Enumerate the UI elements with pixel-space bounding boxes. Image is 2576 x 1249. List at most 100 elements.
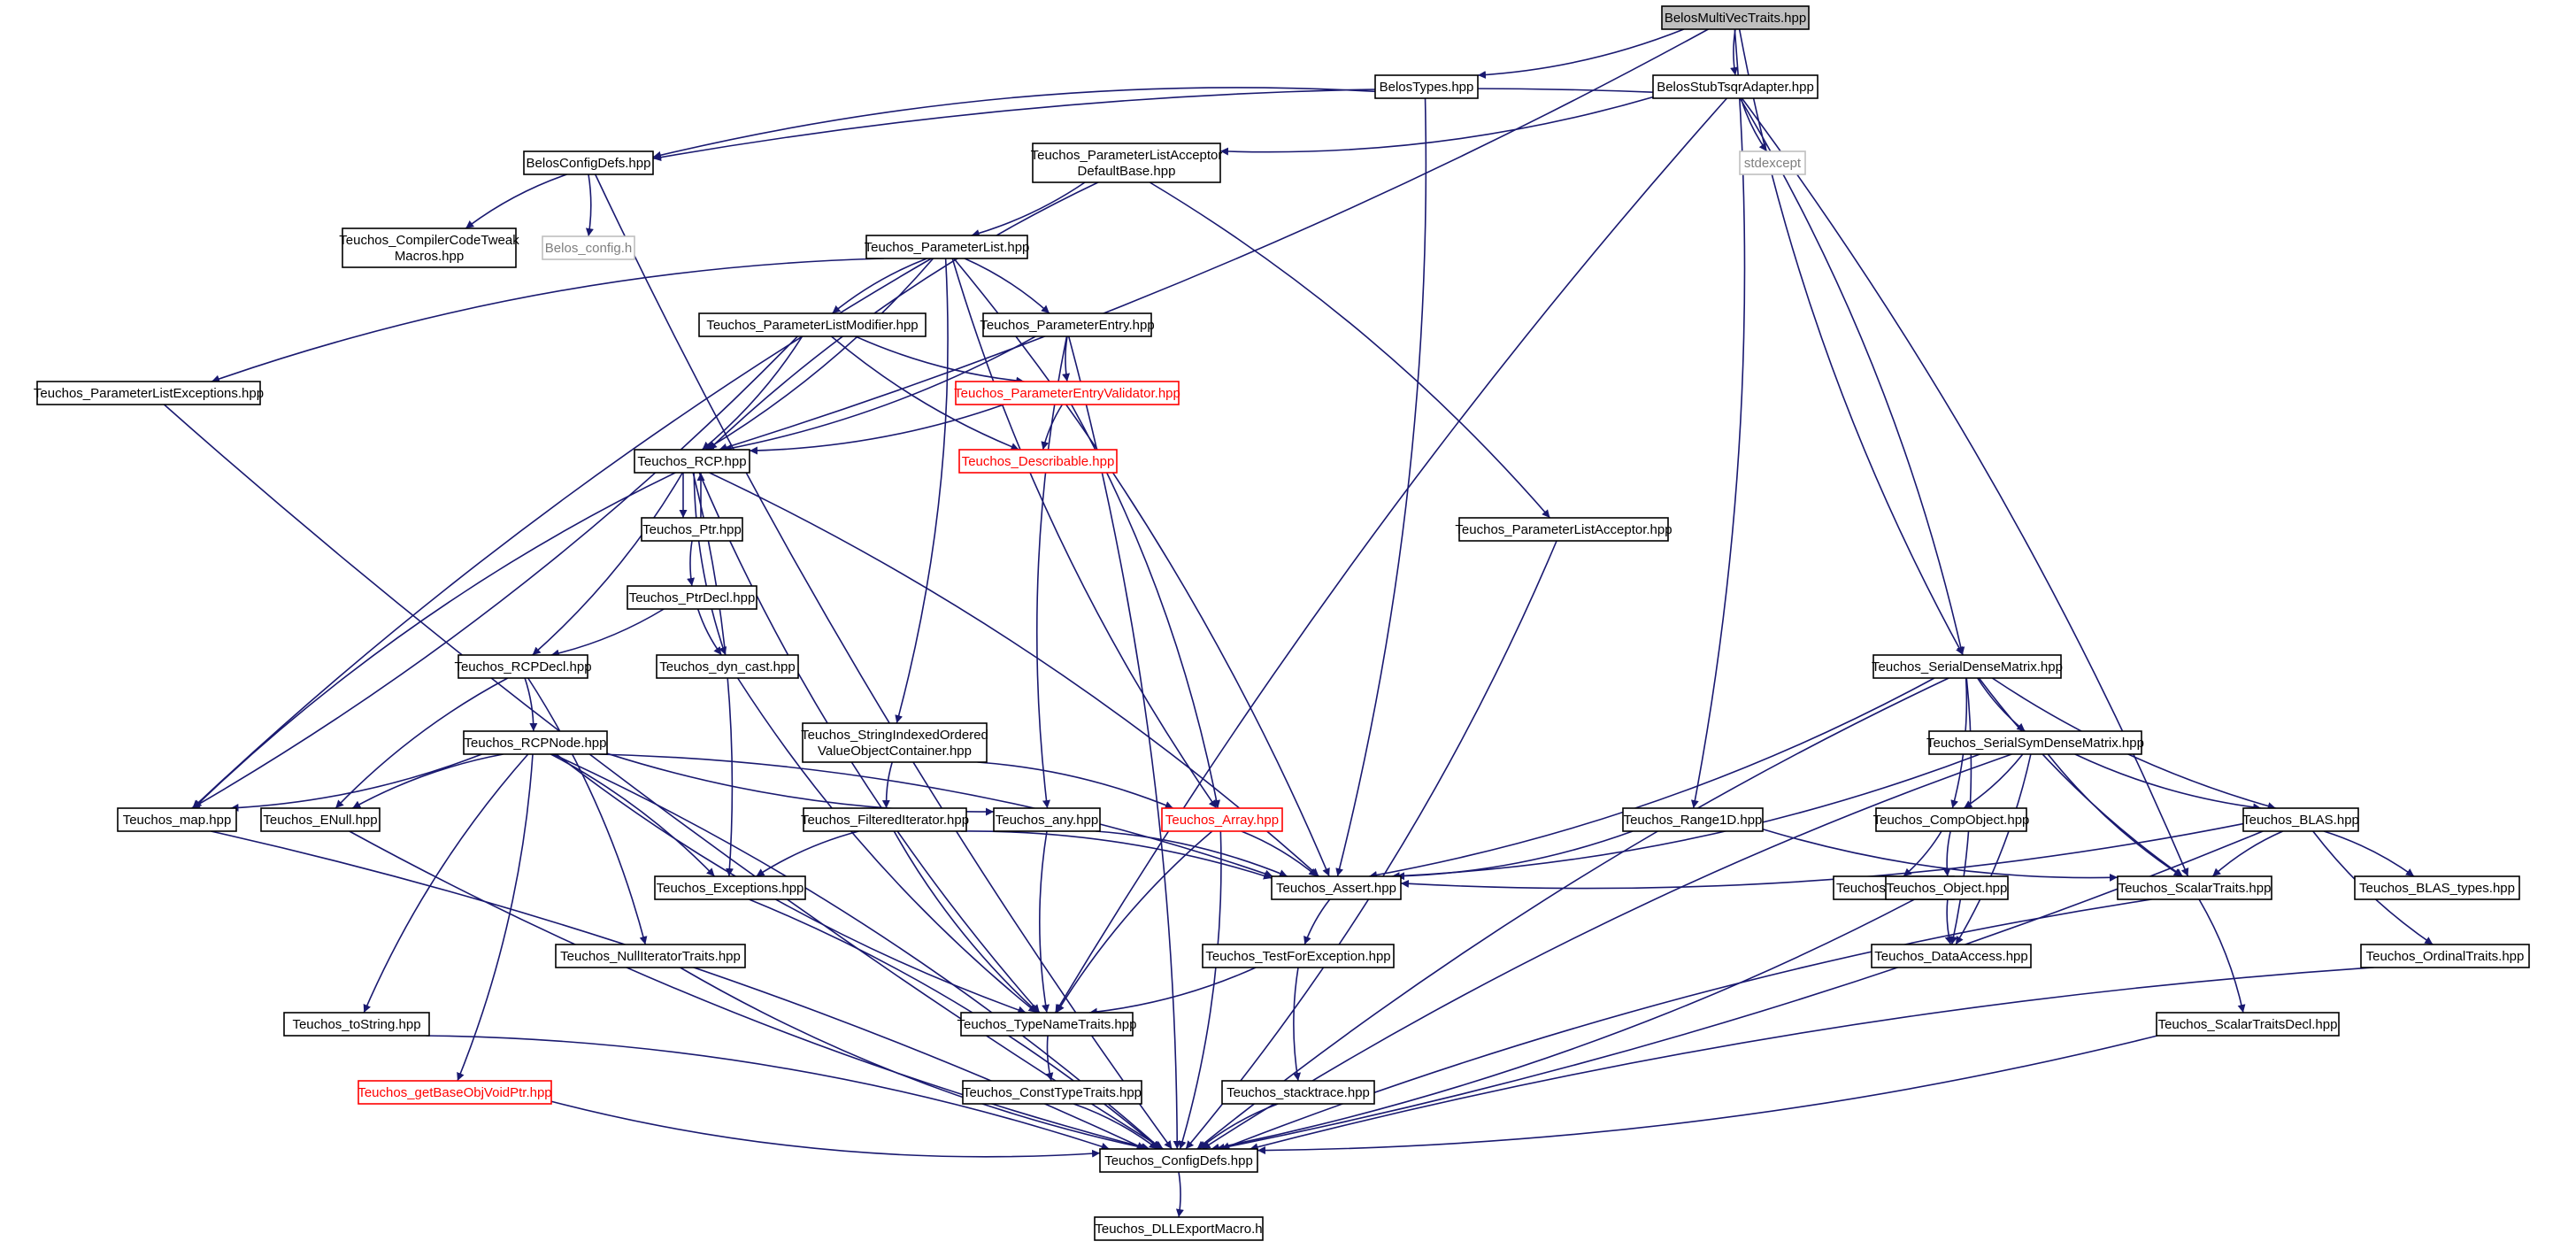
node-box — [656, 654, 799, 679]
edge-belos-types-to-belos-config-defs — [652, 87, 1376, 159]
node-exceptions[interactable]: Teuchos_Exceptions.hpp — [654, 875, 806, 900]
node-label: Teuchos_Describable.hpp — [962, 454, 1115, 469]
node-label: Teuchos_ENull.hpp — [263, 813, 377, 828]
node-dllexport-macro[interactable]: Teuchos_DLLExportMacro.h — [1094, 1216, 1264, 1241]
node-filtered-iterator[interactable]: Teuchos_FilteredIterator.hpp — [801, 807, 969, 832]
node-label: Teuchos_FilteredIterator.hpp — [801, 813, 969, 828]
node-label: Teuchos_RCP.hpp — [637, 454, 746, 469]
node-box — [260, 807, 381, 832]
node-label: Teuchos_SerialSymDenseMatrix.hpp — [1926, 736, 2144, 751]
node-belos-config-defs[interactable]: BelosConfigDefs.hpp — [523, 150, 654, 175]
node-config-defs[interactable]: Teuchos_ConfigDefs.hpp — [1099, 1148, 1258, 1173]
node-map[interactable]: Teuchos_map.hpp — [117, 807, 237, 832]
node-label: Teuchos_BLAS.hpp — [2242, 813, 2359, 828]
edge-ptr-decl-to-rcpdecl — [550, 608, 665, 658]
node-parameter-list[interactable]: Teuchos_ParameterList.hpp — [865, 235, 1030, 259]
node-any[interactable]: Teuchos_any.hpp — [993, 807, 1101, 832]
node-scalar-traits[interactable]: Teuchos_ScalarTraits.hpp — [2117, 875, 2272, 900]
node-serial-dense-matrix[interactable]: Teuchos_SerialDenseMatrix.hpp — [1872, 654, 2063, 679]
edge-rcp-to-assert — [709, 472, 1319, 877]
node-object[interactable]: Teuchos_Object.hpp — [1885, 875, 2009, 900]
node-box — [2117, 875, 2272, 900]
node-stacktrace[interactable]: Teuchos_stacktrace.hpp — [1221, 1080, 1375, 1105]
node-enull[interactable]: Teuchos_ENull.hpp — [260, 807, 381, 832]
node-string-indexed[interactable]: Teuchos_StringIndexedOrderedValueObjectC… — [801, 722, 988, 763]
node-box — [1271, 875, 1402, 900]
edge-range1-d-to-scalar-traits — [1762, 828, 2118, 882]
edge-type-name-traits-to-const-type-traits — [1045, 1035, 1054, 1082]
node-box — [1661, 5, 1810, 30]
edge-any-to-assert — [1096, 830, 1288, 877]
node-rcpnode[interactable]: Teuchos_RCPNode.hpp — [463, 730, 608, 755]
node-data-access[interactable]: Teuchos_DataAccess.hpp — [1871, 944, 2032, 968]
node-belos-stub-tsqr-adapter[interactable]: BelosStubTsqrAdapter.hpp — [1652, 74, 1819, 99]
node-stdexcept[interactable]: stdexcept — [1739, 150, 1806, 175]
edge-serial-sym-dense-matrix-to-config-defs — [1202, 753, 2012, 1150]
node-label: Belos_config.h — [545, 241, 632, 256]
node-array[interactable]: Teuchos_Array.hpp — [1161, 807, 1283, 832]
node-range1-d[interactable]: Teuchos_Range1D.hpp — [1622, 807, 1764, 832]
node-belos-types[interactable]: BelosTypes.hpp — [1374, 74, 1479, 99]
node-label: Teuchos_Exceptions.hpp — [657, 881, 804, 896]
edge-belos-multi-vec-traits-to-rcp — [719, 28, 1709, 451]
node-scalar-traits-decl[interactable]: Teuchos_ScalarTraitsDecl.hpp — [2156, 1012, 2340, 1037]
node-label: Teuchos_ParameterEntry.hpp — [980, 318, 1154, 333]
edge-enull-to-config-defs — [349, 830, 1150, 1152]
node-describable[interactable]: Teuchos_Describable.hpp — [958, 449, 1118, 474]
node-test-for-exception[interactable]: Teuchos_TestForException.hpp — [1202, 944, 1395, 968]
node-rcpdecl[interactable]: Teuchos_RCPDecl.hpp — [454, 654, 592, 679]
node-const-type-traits[interactable]: Teuchos_ConstTypeTraits.hpp — [962, 1080, 1142, 1105]
edge-array-to-config-defs — [1178, 830, 1222, 1150]
edge-plmodifier-to-pevalidator — [855, 335, 1025, 385]
node-belos-config[interactable]: Belos_config.h — [542, 235, 635, 260]
node-label: Teuchos_RCPDecl.hpp — [454, 659, 591, 675]
edge-belos-stub-tsqr-adapter-to-belos-config-defs — [652, 88, 1654, 162]
node-plmodifier[interactable]: Teuchos_ParameterListModifier.hpp — [698, 312, 927, 337]
node-null-iterator-traits[interactable]: Teuchos_NullIteratorTraits.hpp — [555, 944, 746, 968]
node-to-string[interactable]: Teuchos_toString.hpp — [283, 1012, 430, 1037]
edge-assert-to-test-for-exception — [1303, 898, 1331, 945]
node-ordinal-traits[interactable]: Teuchos_OrdinalTraits.hpp — [2360, 944, 2530, 968]
node-get-base-obj-void-ptr[interactable]: Teuchos_getBaseObjVoidPtr.hpp — [358, 1080, 552, 1105]
node-type-name-traits[interactable]: Teuchos_TypeNameTraits.hpp — [957, 1012, 1137, 1037]
node-label: Teuchos_ScalarTraits.hpp — [2118, 881, 2272, 896]
edge-to-string-to-config-defs — [426, 1035, 1110, 1151]
node-dyn-cast[interactable]: Teuchos_dyn_cast.hpp — [656, 654, 799, 679]
node-parameter-entry[interactable]: Teuchos_ParameterEntry.hpp — [980, 312, 1155, 337]
node-assert[interactable]: Teuchos_Assert.hpp — [1271, 875, 1402, 900]
node-blas[interactable]: Teuchos_BLAS.hpp — [2242, 807, 2359, 832]
node-ptr-decl[interactable]: Teuchos_PtrDecl.hpp — [627, 585, 757, 610]
node-box — [1928, 730, 2142, 755]
node-label: BelosStubTsqrAdapter.hpp — [1657, 80, 1814, 95]
node-belos-multi-vec-traits[interactable]: BelosMultiVecTraits.hpp — [1661, 5, 1810, 30]
edge-plmodifier-to-map — [191, 335, 798, 809]
node-label: Teuchos_ParameterList.hpp — [865, 240, 1030, 255]
node-blas-types[interactable]: Teuchos_BLAS_types.hpp — [2354, 875, 2520, 900]
node-label: BelosConfigDefs.hpp — [527, 156, 651, 171]
node-box — [1622, 807, 1764, 832]
edge-comp-object-to-object — [1942, 830, 1951, 877]
edge-serial-sym-dense-matrix-to-data-access — [1955, 753, 2032, 945]
edge-any-to-type-name-traits — [1039, 830, 1050, 1014]
node-label: Teuchos_ParameterEntryValidator.hpp — [954, 386, 1180, 401]
node-pevalidator[interactable]: Teuchos_ParameterEntryValidator.hpp — [954, 381, 1180, 405]
node-comp-object[interactable]: Teuchos_CompObject.hpp — [1873, 807, 2030, 832]
edge-serial-sym-dense-matrix-to-assert — [1391, 753, 1980, 881]
node-ptr[interactable]: Teuchos_Ptr.hpp — [641, 517, 743, 542]
edge-string-indexed-to-filtered-iterator — [881, 761, 893, 809]
edge-rcp-to-map — [193, 472, 676, 809]
node-box — [1871, 944, 2032, 968]
node-label: Teuchos_DLLExportMacro.h — [1095, 1222, 1262, 1237]
node-plexceptions[interactable]: Teuchos_ParameterListExceptions.hpp — [34, 381, 264, 405]
edge-serial-sym-dense-matrix-to-blas — [2074, 753, 2262, 812]
node-serial-sym-dense-matrix[interactable]: Teuchos_SerialSymDenseMatrix.hpp — [1926, 730, 2144, 755]
edge-blas-to-assert — [1400, 822, 2244, 890]
edge-parameter-list-to-plexceptions — [211, 258, 884, 383]
node-label: ValueObjectContainer.hpp — [818, 744, 972, 759]
node-rcp[interactable]: Teuchos_RCP.hpp — [634, 449, 750, 474]
node-box — [1202, 944, 1395, 968]
node-placceptor[interactable]: Teuchos_ParameterListAcceptor.hpp — [1455, 517, 1672, 542]
node-label: Teuchos_StringIndexedOrdered — [801, 728, 988, 743]
node-placceptor-default-base[interactable]: Teuchos_ParameterListAcceptorDefaultBase… — [1031, 143, 1223, 183]
